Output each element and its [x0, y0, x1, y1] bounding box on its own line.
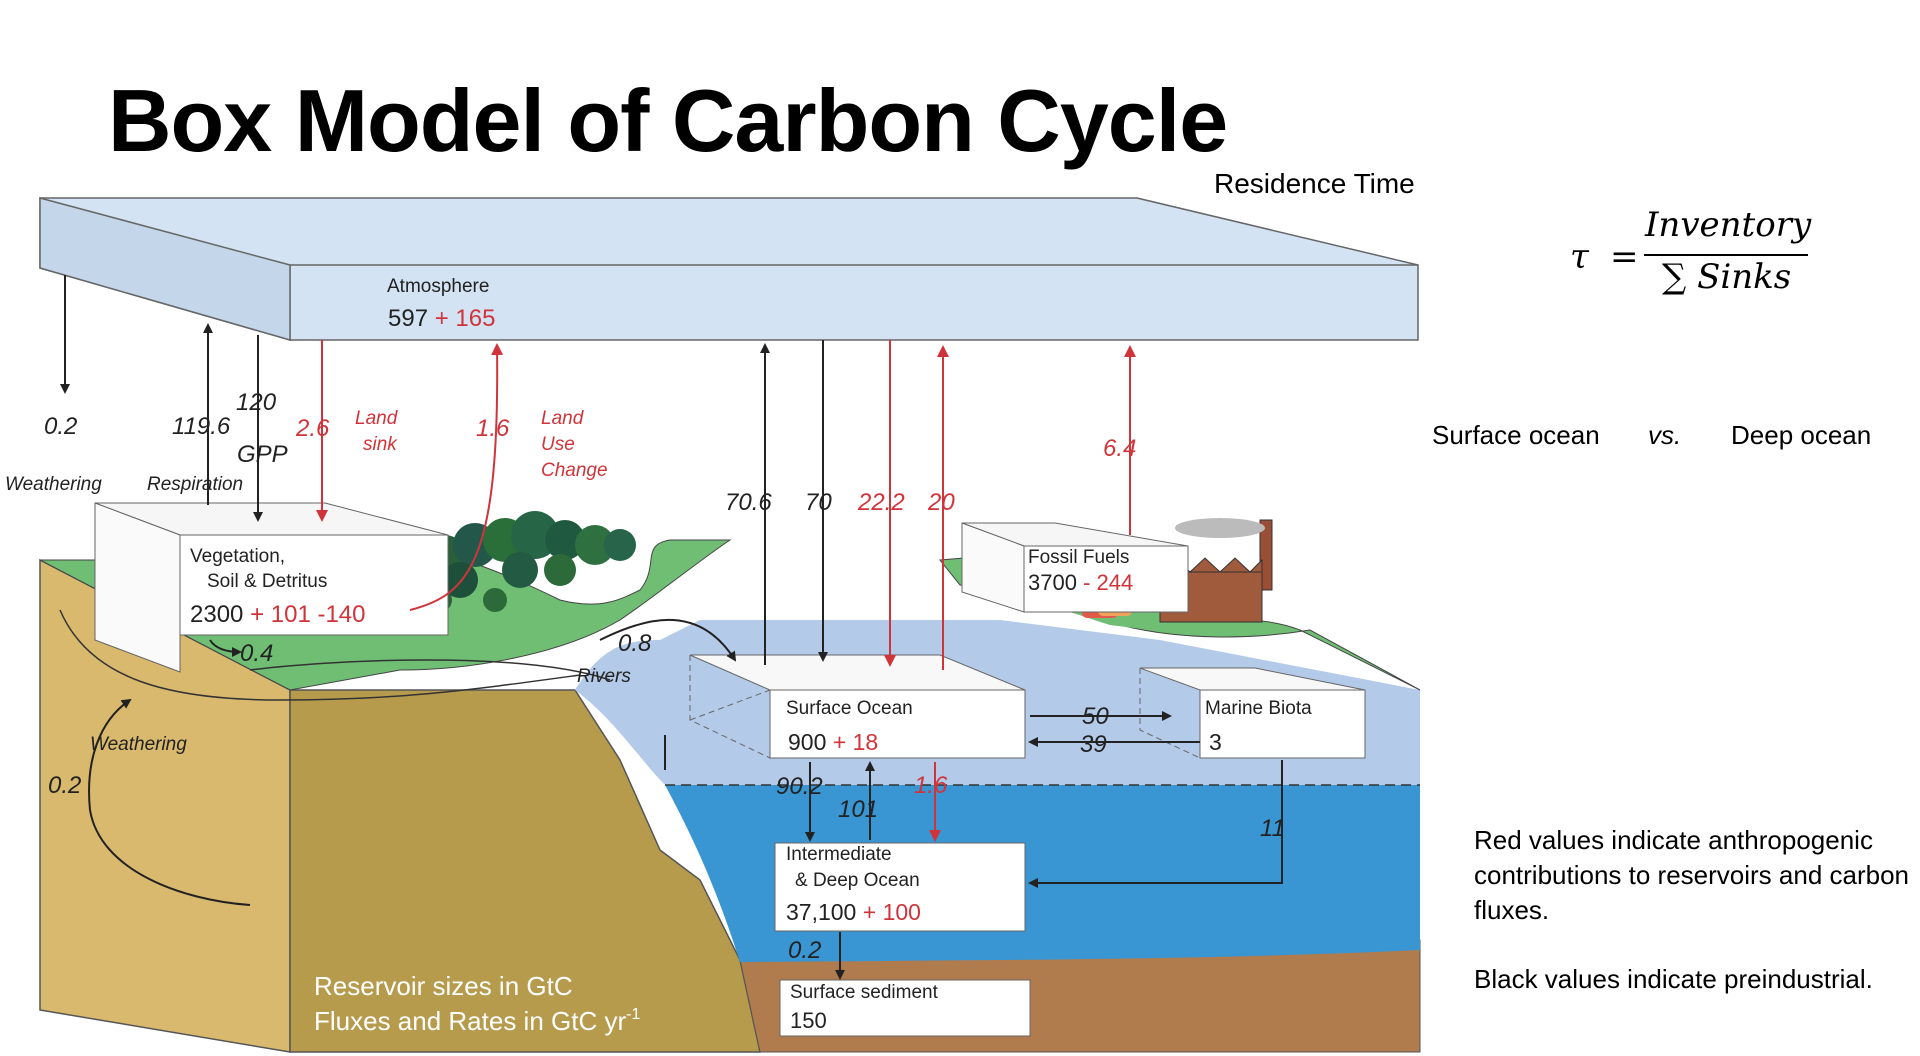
flux-to-biota: 50: [1082, 703, 1109, 730]
vegetation-box: [94, 502, 449, 673]
flux-rivers-soil: 0.4: [240, 640, 273, 667]
surface-ocean-box: [689, 654, 1026, 759]
marine-biota-name: Marine Biota: [1205, 698, 1312, 719]
deep-ocean-name-2: & Deep Ocean: [795, 870, 920, 891]
comparison-left: Surface ocean: [1432, 420, 1600, 450]
deep-ocean-value: 37,100 + 100: [786, 899, 921, 925]
page-title: Box Model of Carbon Cycle: [108, 71, 1228, 170]
vegetation-value: 2300 + 101 -140: [190, 601, 366, 628]
flux-upwelling: 101: [838, 796, 878, 823]
flux-weathering-side-label: Weathering: [90, 734, 187, 755]
flux-land-sink: 2.6: [295, 415, 330, 442]
marine-biota-value: 3: [1209, 729, 1222, 755]
flux-ocean-out: 70.6: [725, 489, 772, 516]
fossil-box: [961, 522, 1189, 613]
flux-gpp: 120: [236, 389, 277, 416]
flux-biota-sink: 11: [1260, 815, 1285, 842]
legend-reservoir: Reservoir sizes in GtC: [314, 971, 573, 1001]
atmosphere-slab: [39, 197, 1419, 341]
formula-fraction-bar: [1644, 254, 1808, 256]
note-black: Black values indicate preindustrial.: [1474, 964, 1873, 994]
flux-land-use-label-3: Change: [541, 460, 608, 481]
fossil-value: 3700 - 244: [1028, 570, 1133, 595]
deep-ocean-box: [774, 842, 1026, 932]
flux-anthro-down: 1.6: [914, 772, 948, 799]
vegetation-name-2: Soil & Detritus: [207, 571, 327, 592]
flux-land-use-label-2: Use: [541, 434, 575, 455]
flux-weathering-side: 0.2: [48, 772, 81, 799]
flux-land-use: 1.6: [476, 415, 510, 442]
flux-ocean-out-anthro: 20: [927, 489, 955, 516]
flux-sedimentation: 0.2: [788, 937, 821, 964]
comparison-vs: vs.: [1648, 420, 1682, 450]
flux-downwelling: 90.2: [776, 773, 823, 800]
formula-numerator: Inventory: [1645, 205, 1812, 245]
flux-rivers-label: Rivers: [577, 666, 631, 687]
flux-land-sink-label-1: Land: [355, 408, 399, 429]
legend-flux: Fluxes and Rates in GtC yr-1: [314, 1006, 640, 1036]
formula-denominator: ∑ Sinks: [1662, 257, 1792, 297]
flux-respiration: 119.6: [172, 413, 231, 440]
formula-equals: =: [1610, 237, 1639, 277]
deep-ocean-name-1: Intermediate: [786, 844, 892, 865]
note-red: Red values indicate anthropogenic contri…: [1474, 825, 1910, 925]
flux-arrows: [60, 275, 1283, 980]
flux-ocean-in: 70: [805, 489, 832, 516]
formula-tau: τ: [1570, 237, 1589, 277]
flux-land-sink-label-2: sink: [363, 434, 398, 455]
flux-land-use-label-1: Land: [541, 408, 585, 429]
flux-rivers: 0.8: [618, 630, 652, 657]
flux-from-biota: 39: [1080, 731, 1107, 758]
surface-ocean-value: 900 + 18: [788, 729, 878, 755]
atmosphere-name: Atmosphere: [387, 276, 489, 297]
sediment-name: Surface sediment: [790, 982, 939, 1003]
sediment-box: [779, 979, 1031, 1037]
sediment-value: 150: [790, 1008, 827, 1033]
surface-ocean-name: Surface Ocean: [786, 698, 913, 719]
comparison-right: Deep ocean: [1731, 420, 1872, 450]
atmosphere-value: 597 + 165: [388, 305, 495, 332]
marine-biota-box: [1139, 667, 1366, 759]
flux-gpp-label: GPP: [237, 441, 288, 468]
vegetation-name-1: Vegetation,: [190, 546, 285, 567]
residence-time-label: Residence Time: [1214, 168, 1415, 199]
fossil-name: Fossil Fuels: [1028, 547, 1129, 568]
flux-respiration-label: Respiration: [147, 474, 243, 495]
flux-fossil-emission: 6.4: [1103, 435, 1136, 462]
flux-ocean-in-anthro: 22.2: [857, 489, 905, 516]
flux-weathering-top-label: Weathering: [5, 474, 102, 495]
flux-weathering-top: 0.2: [44, 413, 77, 440]
